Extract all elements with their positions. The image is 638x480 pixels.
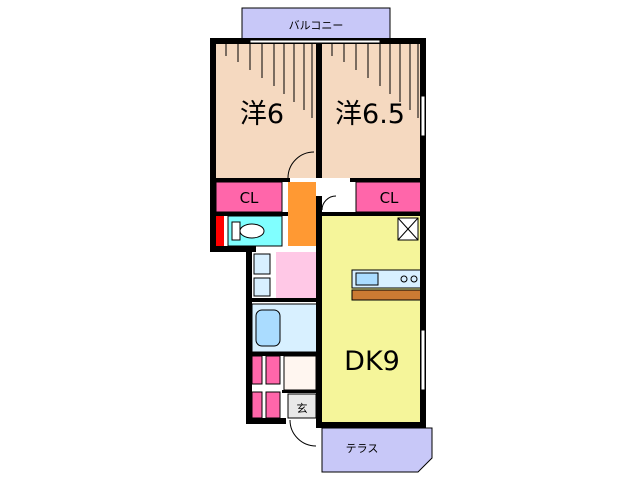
western-room-2-floor <box>322 44 422 178</box>
western-room-1-label: 洋6 <box>240 99 284 130</box>
toilet-room <box>216 215 283 247</box>
entrance-hall <box>283 355 317 391</box>
closet-1-label: CL <box>240 189 259 207</box>
balcony-area <box>241 7 391 41</box>
washbasin <box>253 253 271 275</box>
entrance-label: 玄 <box>297 401 308 415</box>
storage-1 <box>251 355 263 385</box>
washer-space <box>253 277 271 297</box>
dk-counter <box>351 289 423 301</box>
dining-kitchen: DK9 <box>322 216 423 422</box>
toilet-tank <box>231 221 241 241</box>
toilet-bowl <box>239 223 265 239</box>
windows <box>249 39 426 391</box>
western-room-1-floor <box>216 44 316 178</box>
western-room-1-hatching <box>225 44 313 118</box>
wash-room <box>253 252 318 298</box>
dk-floor <box>322 216 422 422</box>
balcony-label: バルコニー <box>289 19 344 32</box>
door-swing-1 <box>287 151 315 179</box>
bathtub <box>255 309 281 347</box>
red-accent <box>216 216 224 246</box>
wash-room-area <box>276 252 318 298</box>
dk-label: DK9 <box>344 346 400 377</box>
storage-4 <box>265 391 281 419</box>
stove-icon <box>400 275 418 283</box>
closet-2-label: CL <box>380 189 399 207</box>
western-room-2-label: 洋6.5 <box>335 99 405 130</box>
hall <box>288 182 316 246</box>
balcony: バルコニー <box>241 7 391 41</box>
dk-refrigerator <box>397 217 419 241</box>
door-swing-5 <box>289 419 317 447</box>
terrace: テラス <box>321 427 433 473</box>
western-room-2: 洋6.5 <box>322 44 422 178</box>
entrance: 玄 <box>283 355 317 419</box>
shoe-storage <box>251 355 281 419</box>
closet-1: CL <box>215 181 283 213</box>
bath-room <box>251 303 319 353</box>
closet-2: CL <box>355 181 423 213</box>
terrace-label: テラス <box>346 442 379 455</box>
dk-sink <box>355 272 379 286</box>
storage-2 <box>265 355 281 385</box>
door-swing-2 <box>321 195 337 211</box>
closet-1-area <box>215 181 283 213</box>
western-room-2-hatching <box>331 44 419 118</box>
entrance-area <box>287 393 317 419</box>
western-room-1: 洋6 <box>216 44 316 178</box>
storage-3 <box>251 391 263 419</box>
